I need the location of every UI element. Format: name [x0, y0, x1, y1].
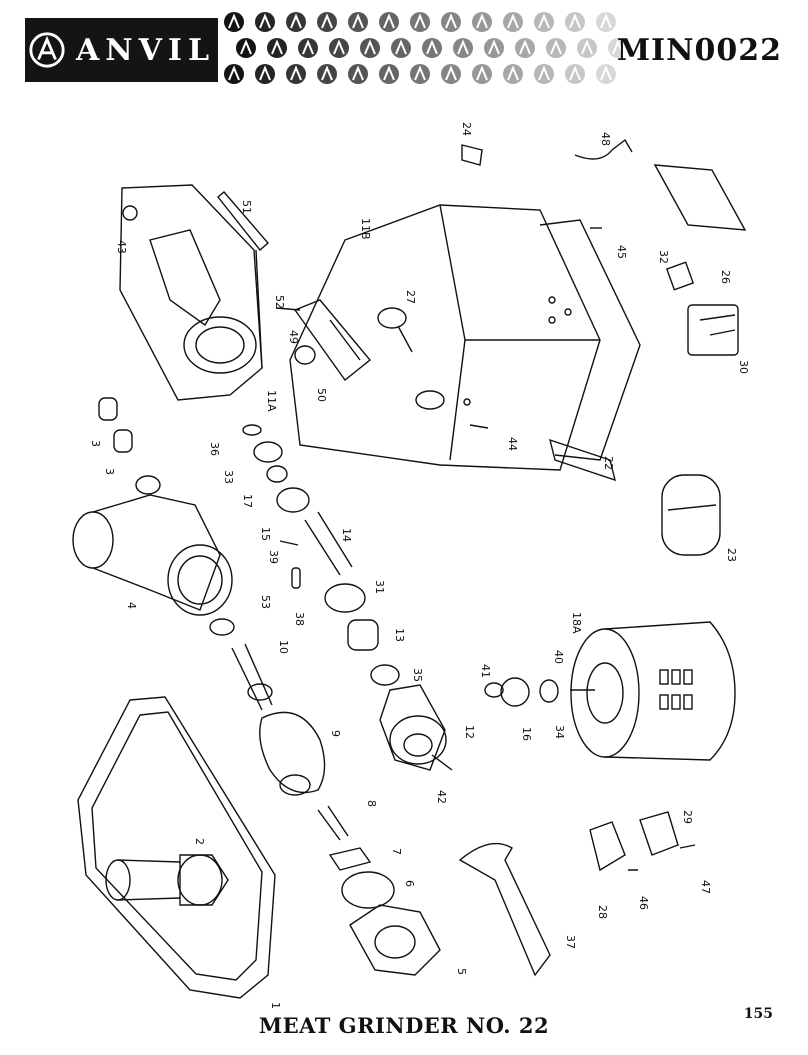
brand-name: ANVIL [75, 32, 216, 68]
part-number-label: 18A [570, 612, 583, 634]
part-number-label: 28 [596, 905, 609, 919]
part-number-label: 3 [103, 468, 116, 475]
diagram-title: MEAT GRINDER NO. 22 [258, 1013, 550, 1038]
part-number-label: 31 [373, 580, 386, 594]
part-number-label: 27 [404, 290, 417, 304]
grinder-head-part-4 [72, 475, 233, 616]
part-number-label: 17 [241, 494, 254, 508]
part-number-label: 10 [277, 640, 290, 654]
part-number-label: 24 [460, 122, 473, 136]
part-number-label: 45 [615, 245, 628, 259]
part-number-label: 2 [193, 838, 206, 845]
part-number-label: 50 [315, 388, 328, 402]
part-number-label: 12 [463, 725, 476, 739]
part-number-label: 35 [411, 668, 424, 682]
part-number-label: 23 [725, 548, 738, 562]
part-number-label: 29 [681, 810, 694, 824]
brand-logo: ANVIL [25, 18, 218, 82]
part-number-label: 53 [259, 595, 272, 609]
part-number-label: 33 [222, 470, 235, 484]
tray-post-part-2 [105, 854, 229, 906]
base-frame-part-11A [119, 184, 263, 401]
part-number-label: 11A [265, 390, 278, 412]
part-number-label: 51 [240, 200, 253, 214]
part-number-label: 40 [552, 650, 565, 664]
part-number-label: 11B [359, 218, 372, 240]
part-number-label: 41 [479, 664, 492, 678]
part-number-label: 7 [390, 848, 403, 855]
part-number-label: 8 [365, 800, 378, 807]
part-number-label: 42 [435, 790, 448, 804]
part-number-label: 46 [637, 896, 650, 910]
part-number-label: 30 [737, 360, 750, 374]
part-number-label: 47 [699, 880, 712, 894]
part-number-label: 4 [125, 602, 138, 609]
part-number-label: 13 [393, 628, 406, 642]
part-number-label: 34 [553, 725, 566, 739]
part-number-label: 39 [267, 550, 280, 564]
part-number-label: 32 [657, 250, 670, 264]
motor-housing-part-11B [289, 204, 641, 471]
electric-motor-part-18A [570, 621, 736, 761]
part-number-label: 43 [115, 240, 128, 254]
part-number-label: 37 [564, 935, 577, 949]
part-number-label: 52 [273, 295, 286, 309]
tray-part-1 [77, 696, 276, 999]
part-number-label: 22 [602, 456, 615, 470]
part-number-label: 48 [599, 132, 612, 146]
part-number-label: 9 [329, 730, 342, 737]
exploded-parts-diagram: 12334567891011A11B12131415161718A2223242… [72, 122, 750, 1009]
part-number-label: 1 [269, 1002, 282, 1009]
model-code: MIN0022 [616, 33, 782, 68]
part-number-label: 38 [293, 612, 306, 626]
part-number-label: 36 [208, 442, 221, 456]
part-number-label: 16 [520, 727, 533, 741]
anvil-logo-icon [29, 32, 65, 68]
part-number-label: 3 [89, 440, 102, 447]
part-number-label: 14 [340, 528, 353, 542]
part-number-label: 5 [455, 968, 468, 975]
part-number-label: 26 [719, 270, 732, 284]
part-number-label: 6 [403, 880, 416, 887]
logo-pattern-decoration [224, 12, 622, 84]
part-number-label: 44 [506, 437, 519, 451]
part-number-label: 15 [259, 527, 272, 541]
part-number-label: 49 [287, 330, 300, 344]
page-number: 155 [743, 1006, 773, 1022]
